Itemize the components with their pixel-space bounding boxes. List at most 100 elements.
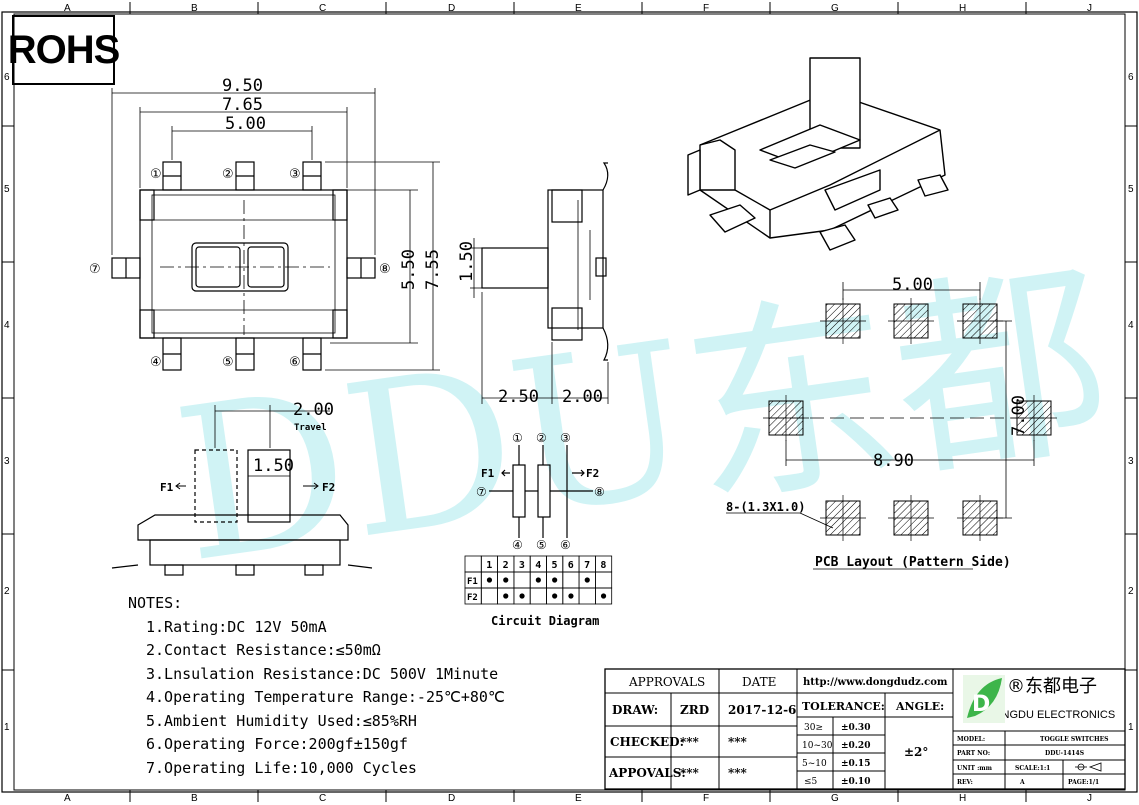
grid-col-label: E	[575, 3, 582, 14]
grid-col-label: E	[575, 793, 582, 804]
grid-row-label: 4	[1128, 320, 1134, 331]
unit-label: UNIT :mm	[957, 765, 993, 772]
grid-col-label: G	[831, 3, 839, 14]
table-row-label: F2	[467, 593, 478, 603]
company-logo: D	[963, 675, 1005, 723]
circuit-pins: ① ② ③ ④ ⑤ ⑥ ⑦ ⑧	[476, 431, 605, 552]
grid-col-label: H	[959, 3, 966, 14]
contact-dot	[503, 593, 509, 599]
rev-value: A	[1019, 779, 1025, 786]
contact-dot	[568, 593, 574, 599]
table-header: 5	[552, 560, 558, 571]
table-cell	[529, 587, 547, 605]
title-block-text: APPROVALS DATE DRAW: ZRD 2017-12-6 CHECK…	[608, 675, 1115, 787]
tol-range-3: 5~10	[802, 759, 827, 769]
draw-date: 2017-12-6	[728, 703, 796, 717]
tol-value-1: ±0.30	[841, 723, 870, 733]
dim-5-50: 5.50	[399, 249, 419, 290]
grid-row-label: 2	[4, 586, 10, 597]
pin-3: ③	[289, 167, 301, 182]
grid-col-label: H	[959, 793, 966, 804]
company-cn: ®东都电子	[1007, 676, 1097, 697]
contact-dot	[552, 593, 558, 599]
dim-9-50: 9.50	[222, 76, 263, 96]
checked-date: ***	[728, 735, 748, 749]
circuit-pin-3: ③	[560, 431, 571, 445]
grid-col-label: J	[1087, 3, 1092, 14]
grid-row-label: 3	[1128, 456, 1134, 467]
part-label: PART NO:	[957, 750, 990, 757]
contact-dot	[600, 593, 607, 599]
tol-value-4: ±0.10	[841, 777, 870, 787]
grid-col-label: C	[319, 793, 326, 804]
circuit-diagram	[489, 445, 593, 538]
dim-1-50-side: 1.50	[457, 241, 477, 282]
grid-col-label: A	[64, 793, 71, 804]
grid-col-label: J	[1087, 793, 1092, 804]
side-view-dims: 1.50 2.50 2.00	[457, 241, 603, 407]
note-item: 7.Operating Life:10,000 Cycles	[146, 758, 417, 777]
pcb-dim-8-90: 8.90	[873, 451, 914, 471]
approvals-header: APPROVALS	[628, 675, 705, 689]
table-cell	[595, 571, 613, 589]
contact-dot	[503, 577, 509, 583]
table-header: 1	[486, 560, 492, 571]
company-url: http://www.dongdudz.com	[803, 677, 948, 688]
grid-col-label: B	[191, 793, 198, 804]
part-value: DDU-1414S	[1045, 750, 1084, 757]
logo-letter: D	[972, 692, 990, 717]
pin-1: ①	[150, 167, 162, 182]
tol-value-3: ±0.15	[841, 759, 870, 769]
circuit-f2: F2	[586, 467, 599, 480]
angle-value: ±2°	[904, 745, 928, 759]
grid-row-label: 1	[1128, 722, 1134, 733]
checked-label: CHECKED:	[610, 735, 684, 749]
title-block-grid	[604, 668, 1126, 790]
table-cell	[578, 587, 596, 605]
date-header: DATE	[742, 675, 776, 689]
rev-label: REV:	[957, 779, 973, 786]
front-view-dims: 2.00 Travel 1.50 F1 F2	[160, 400, 335, 494]
contact-dot	[584, 577, 590, 583]
checked-name: ***	[680, 735, 700, 749]
pcb-lines	[726, 282, 1052, 570]
table-header: 4	[535, 560, 541, 571]
note-item: 5.Ambient Humidity Used:≤85%RH	[146, 711, 417, 730]
table-header: 6	[568, 560, 574, 571]
pin-2: ②	[222, 167, 234, 182]
grid-row-label: 4	[4, 320, 10, 331]
inner-frame	[13, 13, 1126, 791]
company-en: DONGDU ELECTRONICS	[985, 709, 1115, 721]
circuit-pin-8: ⑧	[594, 485, 605, 499]
notes-block: NOTES: 1.Rating:DC 12V 50mA 2.Contact Re…	[128, 592, 505, 780]
note-item: 4.Operating Temperature Range:-25℃+80℃	[146, 688, 505, 706]
note-item: 3.Lnsulation Resistance:DC 500V 1Minute	[146, 664, 499, 683]
note-item: 1.Rating:DC 12V 50mA	[146, 617, 327, 636]
tol-value-2: ±0.20	[841, 741, 870, 751]
dim-2-00-travel: 2.00	[293, 400, 334, 420]
pcb-dim-7-00: 7.00	[1009, 395, 1029, 436]
circuit-pin-6: ⑥	[560, 538, 571, 552]
circuit-pin-7: ⑦	[476, 485, 487, 499]
front-arrows	[175, 482, 319, 490]
contact-dot	[519, 593, 525, 599]
model-label: MODEL:	[957, 736, 985, 743]
note-item: 2.Contact Resistance:≤50mΩ	[146, 641, 381, 659]
angle-header: ANGLE:	[895, 700, 944, 713]
tol-range-2: 10~30	[802, 741, 833, 751]
dim-2-50: 2.50	[498, 387, 539, 407]
dim-5-00: 5.00	[225, 114, 266, 134]
page-label: PAGE:1/1	[1068, 779, 1099, 786]
draw-label: DRAW:	[612, 703, 658, 717]
travel-label: Travel	[294, 423, 327, 433]
dim-7-65: 7.65	[222, 95, 263, 115]
circuit-force-labels: F1 F2	[481, 467, 599, 480]
dim-1-50-front: 1.50	[253, 456, 294, 476]
top-view-pins: ① ② ③ ④ ⑤ ⑥ ⑦ ⑧	[89, 167, 391, 370]
grid-col-label: G	[831, 793, 839, 804]
pcb-title: PCB Layout (Pattern Side)	[815, 555, 1011, 570]
table-cell	[513, 571, 531, 589]
grid-row-label: 6	[4, 72, 10, 83]
circuit-pin-4: ④	[512, 538, 523, 552]
